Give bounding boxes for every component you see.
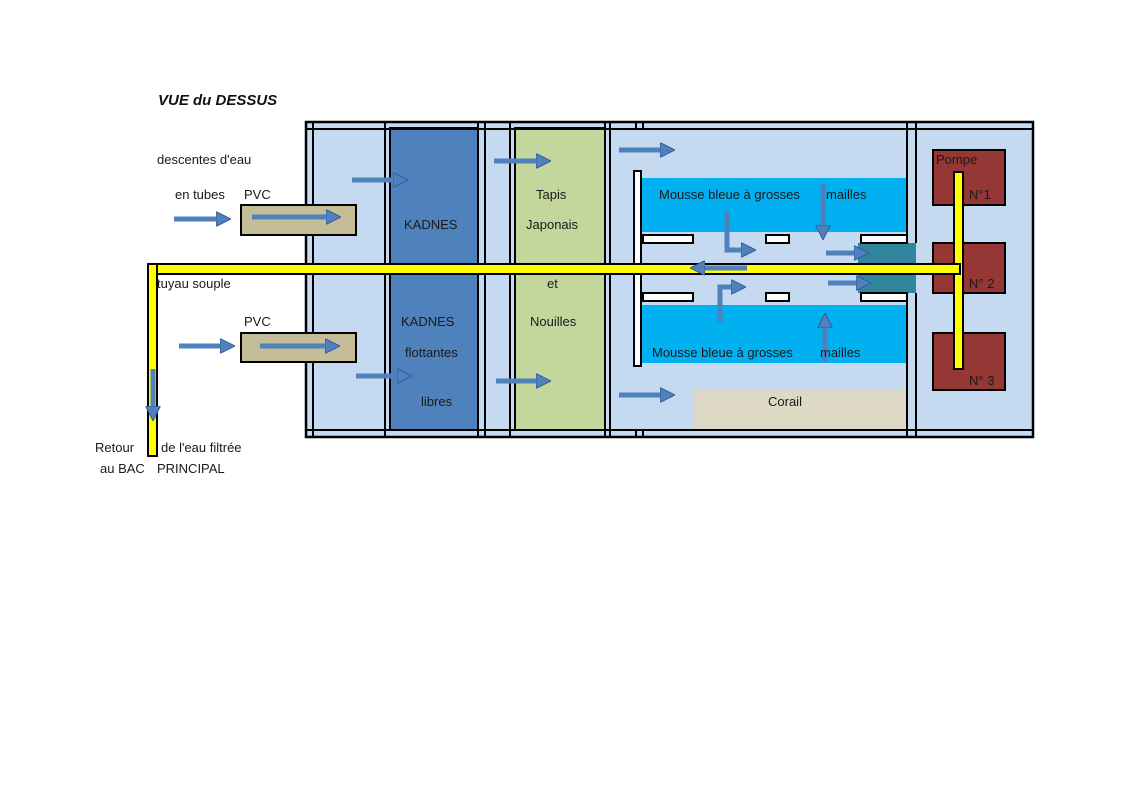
tapis-chamber [514,127,606,431]
label-pump-n3: N° 3 [969,373,995,388]
label-mailles-bottom: mailles [820,345,861,360]
label-libres: libres [421,394,453,409]
diagram-title: VUE du DESSUS [158,92,278,109]
chamber-walls [312,122,917,437]
mousse-bottom [642,305,908,363]
label-mailles-top: mailles [826,187,867,202]
label-et: et [547,276,558,291]
label-japonais: Japonais [526,217,579,232]
kadnes-chamber [389,127,479,431]
label-de-leau: de l'eau filtrée [161,440,242,455]
label-au-bac: au BAC [100,461,145,476]
return-pipe [147,171,964,457]
label-descentes: descentes d'eau [157,152,252,167]
label-pump-n2: N° 2 [969,276,995,291]
pump-1 [932,149,1006,206]
label-nouilles: Nouilles [530,314,577,329]
mousse-top [642,178,908,232]
label-mousse-top: Mousse bleue à grosses [659,187,800,202]
corail-block [694,390,907,430]
label-flottantes: flottantes [405,345,458,360]
label-pompe: Pompe [936,152,978,167]
label-mousse-bottom: Mousse bleue à grosses [652,345,793,360]
label-pvc-bottom: PVC [244,314,271,329]
label-kadnes-bottom: KADNES [401,314,455,329]
sump-frame [304,120,1035,439]
label-retour: Retour [95,440,135,455]
label-kadnes-top: KADNES [404,217,458,232]
pvc-tube-top [240,204,357,236]
pump-3 [932,332,1006,391]
label-tuyau-souple: tuyau souple [157,276,231,291]
label-en-tubes: en tubes [175,187,225,202]
label-pvc-top: PVC [244,187,271,202]
label-corail: Corail [768,394,802,409]
flow-arrows [153,150,865,415]
label-principal: PRINCIPAL [157,461,225,476]
label-pump-n1: N°1 [969,187,991,202]
label-tapis: Tapis [536,187,567,202]
